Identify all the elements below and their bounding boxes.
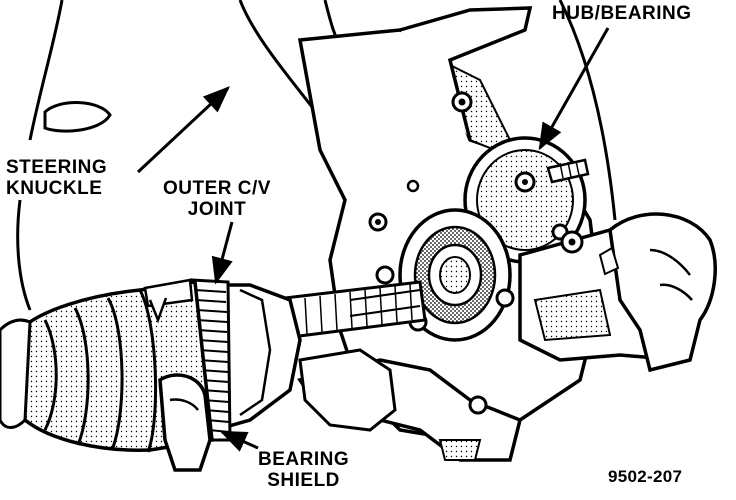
label-steering-knuckle-line1: STEERING xyxy=(6,157,108,178)
label-bearing-shield-line2: SHIELD xyxy=(267,470,340,491)
leader-outer-cv-joint xyxy=(211,221,234,285)
label-bearing-shield-line1: BEARING xyxy=(258,449,350,470)
label-steering-knuckle: STEERING KNUCKLE xyxy=(6,157,107,199)
leader-bearing-shield xyxy=(219,430,259,452)
leader-steering-knuckle xyxy=(136,86,230,174)
left-hand xyxy=(158,373,212,472)
label-bearing-shield: BEARING SHIELD xyxy=(258,449,349,491)
knuckle-bore xyxy=(398,208,512,342)
label-hub-bearing: HUB/BEARING xyxy=(552,3,692,24)
figure-code: 9502-207 xyxy=(608,467,683,486)
lower-center-hand xyxy=(298,348,397,432)
leader-hub-bearing xyxy=(538,27,610,151)
leader-lines xyxy=(136,27,610,452)
knuckle-upper-arm xyxy=(399,6,533,141)
label-steering-knuckle-line2: KNUCKLE xyxy=(6,178,103,199)
label-outer-cv-joint: OUTER C/V JOINT xyxy=(163,178,271,220)
label-outer-cv-joint-line1: OUTER C/V xyxy=(163,178,271,199)
body-slot-outline xyxy=(43,101,112,133)
label-outer-cv-joint-line2: JOINT xyxy=(187,199,247,220)
left-arm xyxy=(0,318,32,429)
right-hand xyxy=(608,212,717,373)
